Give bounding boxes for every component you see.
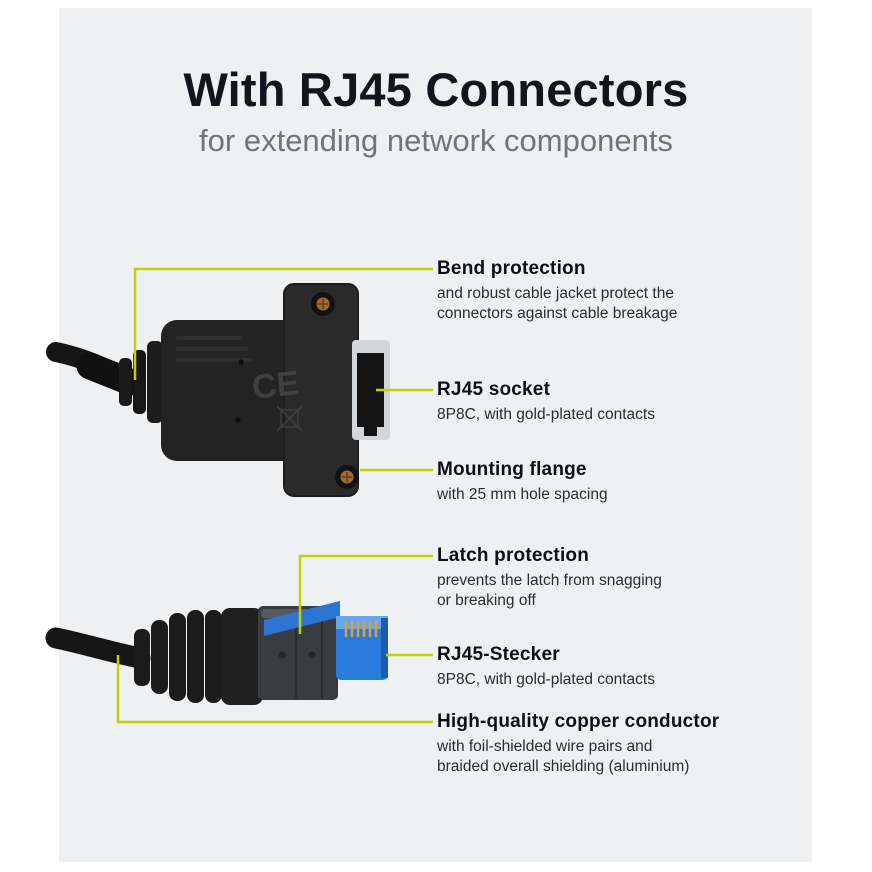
callout-bend-protection: Bend protection and robust cable jacket … (437, 257, 769, 324)
callout-body: and robust cable jacket protect the conn… (437, 285, 678, 322)
callout-title: RJ45 socket (437, 379, 551, 400)
callout-title: Latch protection (437, 545, 590, 566)
callout-title: High-quality copper conductor (437, 711, 720, 732)
callout-body: 8P8C, with gold-plated contacts (437, 671, 655, 688)
callout-body: with foil-shielded wire pairs and braide… (437, 738, 690, 775)
callout-latch-protection: Latch protection prevents the latch from… (437, 544, 769, 611)
callout-title: RJ45-Stecker (437, 644, 560, 665)
callout-title: Mounting flange (437, 459, 587, 480)
callout-mounting-flange: Mounting flange with 25 mm hole spacing (437, 458, 769, 505)
callout-rj45-socket: RJ45 socket 8P8C, with gold-plated conta… (437, 378, 769, 425)
callout-body: with 25 mm hole spacing (437, 486, 608, 503)
callout-rj45-stecker: RJ45-Stecker 8P8C, with gold-plated cont… (437, 643, 769, 690)
page-subtitle: for extending network components (199, 123, 673, 158)
callout-title: Bend protection (437, 258, 586, 279)
page-title: With RJ45 Connectors (183, 63, 689, 116)
callout-body: 8P8C, with gold-plated contacts (437, 406, 655, 423)
callout-copper-conductor: High-quality copper conductor with foil-… (437, 710, 769, 777)
callout-body: prevents the latch from snagging or brea… (437, 572, 662, 609)
